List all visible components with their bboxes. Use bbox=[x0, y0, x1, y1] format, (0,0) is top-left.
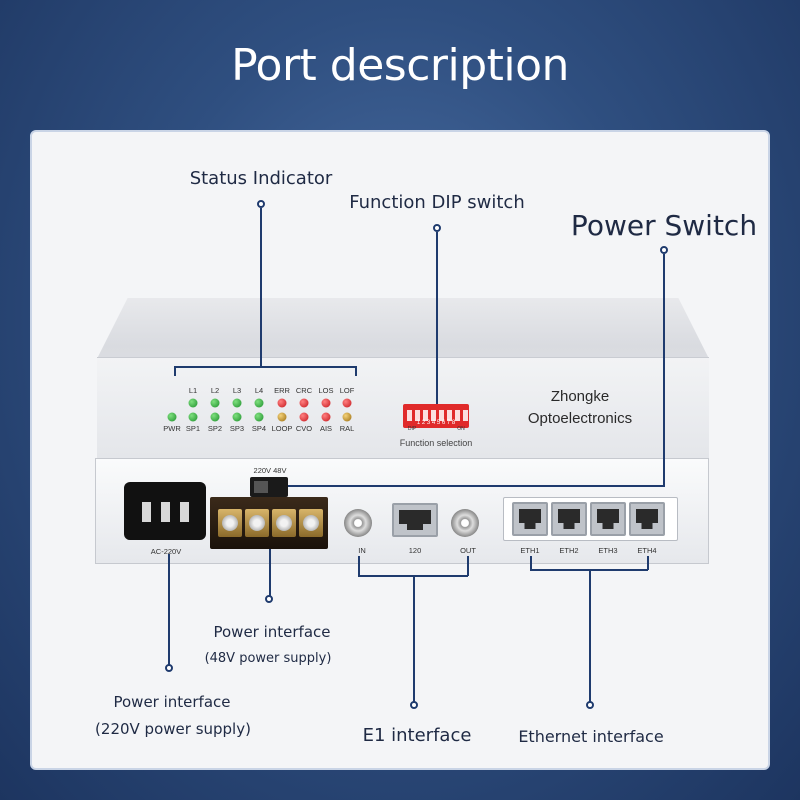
screw-icon bbox=[299, 509, 323, 537]
led-label-sp4: SP4 bbox=[251, 424, 267, 433]
led-label-pwr: PWR bbox=[163, 424, 181, 433]
callout-dot bbox=[660, 246, 668, 254]
dip-numbers: 1 2 3 4 5 6 7 8 bbox=[416, 420, 456, 426]
callout-power-220v-title: Power interface bbox=[113, 693, 231, 711]
e1-out-connector[interactable] bbox=[451, 509, 479, 537]
led-ral bbox=[342, 412, 352, 422]
screw-icon bbox=[245, 509, 269, 537]
e1-label-120: 120 bbox=[408, 546, 422, 555]
dip-label-right: ON bbox=[457, 426, 465, 432]
leader-line bbox=[663, 254, 665, 486]
callout-dot bbox=[265, 595, 273, 603]
led-sp3 bbox=[232, 412, 242, 422]
leader-line bbox=[168, 554, 170, 666]
eth2-port[interactable] bbox=[551, 502, 587, 536]
bracket-line bbox=[174, 366, 356, 368]
leader-line bbox=[269, 549, 271, 597]
leader-line bbox=[589, 570, 591, 702]
led-label-l3: L3 bbox=[232, 386, 242, 395]
e1-label-in: IN bbox=[358, 546, 366, 555]
terminal-block-48v[interactable] bbox=[210, 497, 328, 549]
ac-power-socket[interactable] bbox=[124, 482, 206, 540]
dip-label-left: DIP bbox=[407, 426, 417, 432]
callout-power-48v-subtitle: (48V power supply) bbox=[204, 651, 332, 666]
led-label-crc: CRC bbox=[295, 386, 313, 395]
led-label-los: LOS bbox=[318, 386, 334, 395]
eth3-port[interactable] bbox=[590, 502, 626, 536]
led-los bbox=[321, 398, 331, 408]
leader-line bbox=[436, 232, 438, 404]
callout-ethernet-interface: Ethernet interface bbox=[518, 727, 664, 746]
eth4-label: ETH4 bbox=[637, 546, 657, 555]
led-l3 bbox=[232, 398, 242, 408]
callout-dot bbox=[410, 701, 418, 709]
callout-dot bbox=[433, 224, 441, 232]
callout-power-48v-title: Power interface bbox=[213, 623, 331, 641]
led-sp4 bbox=[254, 412, 264, 422]
brand-line-1: Zhongke bbox=[550, 388, 610, 405]
bracket-line bbox=[647, 556, 649, 570]
eth2-label: ETH2 bbox=[559, 546, 579, 555]
eth1-port[interactable] bbox=[512, 502, 548, 536]
led-l1 bbox=[188, 398, 198, 408]
eth1-label: ETH1 bbox=[520, 546, 540, 555]
leader-line bbox=[260, 208, 262, 366]
callout-dot bbox=[165, 664, 173, 672]
screw-icon bbox=[218, 509, 242, 537]
power-switch[interactable] bbox=[250, 477, 288, 497]
led-label-lof: LOF bbox=[339, 386, 355, 395]
page-title: Port description bbox=[231, 40, 569, 91]
callout-dot bbox=[257, 200, 265, 208]
led-label-ais: AIS bbox=[319, 424, 333, 433]
bracket-line bbox=[355, 366, 357, 376]
voltage-switch-label: 220V 48V bbox=[253, 466, 287, 475]
callout-dot bbox=[586, 701, 594, 709]
e1-120-port[interactable] bbox=[392, 503, 438, 537]
led-label-l4: L4 bbox=[254, 386, 264, 395]
screw-icon bbox=[272, 509, 296, 537]
led-l4 bbox=[254, 398, 264, 408]
dip-switch[interactable] bbox=[403, 404, 469, 428]
bracket-line bbox=[530, 556, 532, 570]
eth3-label: ETH3 bbox=[598, 546, 618, 555]
led-pwr bbox=[167, 412, 177, 422]
dip-caption: Function selection bbox=[399, 438, 473, 448]
led-lof bbox=[342, 398, 352, 408]
led-sp2 bbox=[210, 412, 220, 422]
led-label-l2: L2 bbox=[210, 386, 220, 395]
led-l2 bbox=[210, 398, 220, 408]
e1-in-connector[interactable] bbox=[344, 509, 372, 537]
callout-power-switch: Power Switch bbox=[570, 209, 758, 242]
led-sp1 bbox=[188, 412, 198, 422]
leader-line bbox=[288, 485, 665, 487]
callout-power-220v-subtitle: (220V power supply) bbox=[95, 720, 251, 738]
bracket-line bbox=[174, 366, 176, 376]
led-err bbox=[277, 398, 287, 408]
eth4-port[interactable] bbox=[629, 502, 665, 536]
bracket-line bbox=[530, 569, 648, 571]
led-label-loop: LOOP bbox=[271, 424, 293, 433]
brand-line-2: Optoelectronics bbox=[527, 410, 633, 427]
e1-label-out: OUT bbox=[460, 546, 476, 555]
led-label-cvo: CVO bbox=[295, 424, 313, 433]
led-ais bbox=[321, 412, 331, 422]
led-label-ral: RAL bbox=[339, 424, 355, 433]
leader-line bbox=[413, 576, 415, 702]
callout-function-dip-switch: Function DIP switch bbox=[349, 192, 525, 213]
led-label-err: ERR bbox=[274, 386, 290, 395]
led-label-l1: L1 bbox=[188, 386, 198, 395]
led-cvo bbox=[299, 412, 309, 422]
bracket-line bbox=[358, 556, 360, 576]
led-crc bbox=[299, 398, 309, 408]
led-label-sp3: SP3 bbox=[229, 424, 245, 433]
led-label-sp1: SP1 bbox=[185, 424, 201, 433]
led-loop bbox=[277, 412, 287, 422]
callout-e1-interface: E1 interface bbox=[362, 725, 472, 746]
bracket-line bbox=[358, 575, 468, 577]
callout-status-indicator: Status Indicator bbox=[189, 168, 333, 189]
bracket-line bbox=[467, 556, 469, 576]
ac-label: AC-220V bbox=[150, 547, 182, 556]
led-label-sp2: SP2 bbox=[207, 424, 223, 433]
